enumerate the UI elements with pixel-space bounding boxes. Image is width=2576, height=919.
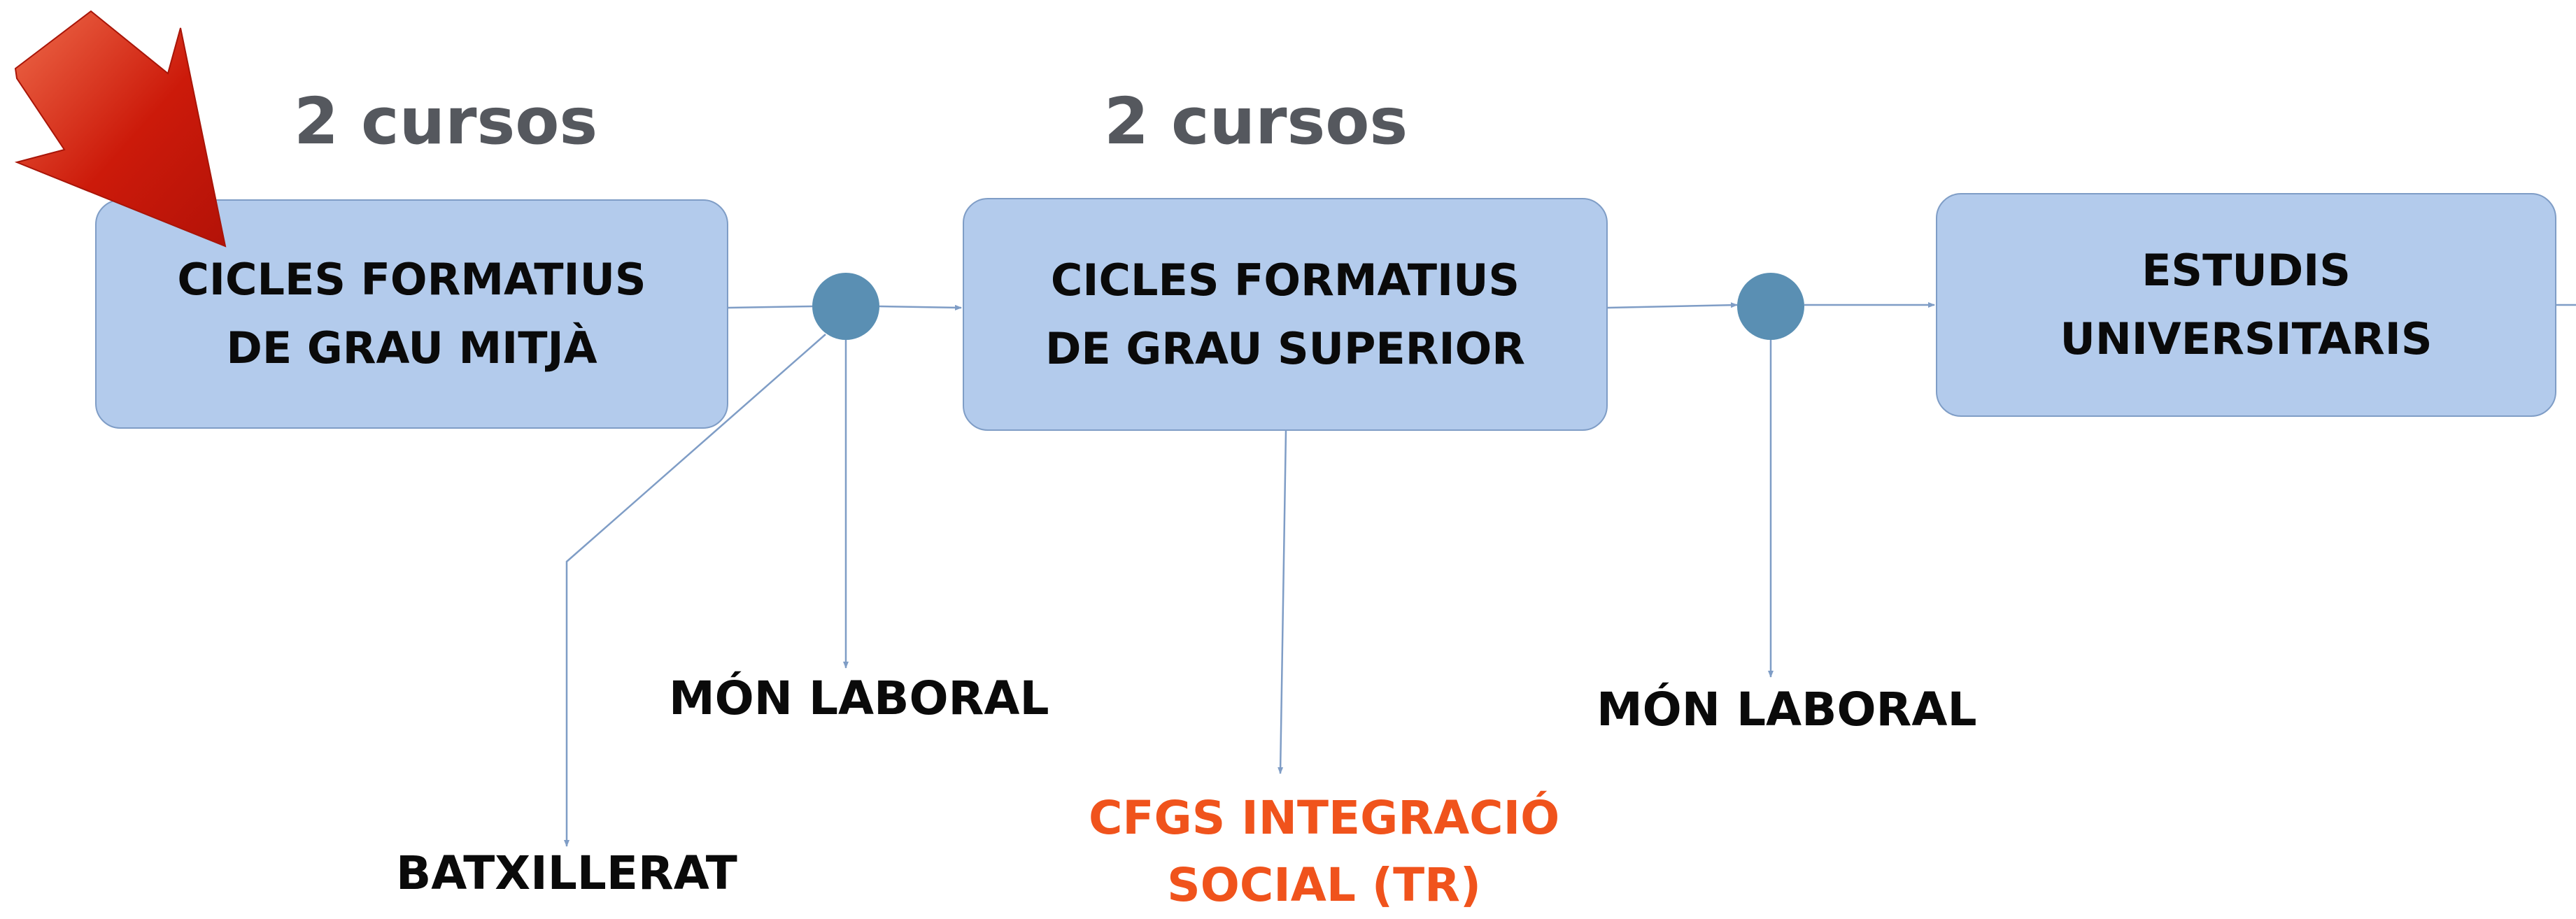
outcome-cfgs-integracio-social: CFGS INTEGRACIÓ SOCIAL (TR): [1089, 785, 1559, 919]
box-cicles-grau-mitja: CICLES FORMATIUS DE GRAU MITJÀ: [95, 199, 728, 429]
box-universitaris-line2: UNIVERSITARIS: [2060, 313, 2433, 364]
duration-label-grau-superior: 2 cursos: [1104, 84, 1408, 159]
connector-node1-batxillerat: [564, 334, 826, 847]
box-grau-mitja-line2: DE GRAU MITJÀ: [226, 322, 597, 373]
outcome-batxillerat: BATXILLERAT: [396, 846, 737, 900]
outcome-cfgs-line1: CFGS INTEGRACIÓ: [1089, 791, 1560, 845]
box-cicles-grau-superior: CICLES FORMATIUS DE GRAU SUPERIOR: [963, 198, 1608, 431]
outcome-mon-laboral-2: MÓN LABORAL: [1597, 683, 1977, 736]
junction-node-2: [1737, 273, 1804, 340]
box-grau-superior-line2: DE GRAU SUPERIOR: [1045, 322, 1526, 374]
box-estudis-universitaris: ESTUDIS UNIVERSITARIS: [1936, 193, 2556, 417]
junction-node-1: [812, 273, 879, 340]
connector-box2-cfgs: [1278, 430, 1287, 774]
outcome-cfgs-line2: SOCIAL (TR): [1167, 858, 1482, 912]
red-arrow-icon: [14, 10, 227, 248]
outcome-mon-laboral-1: MÓN LABORAL: [669, 671, 1049, 725]
box-grau-mitja-line1: CICLES FORMATIUS: [177, 254, 646, 305]
box-universitaris-line1: ESTUDIS: [2142, 245, 2351, 296]
box-grau-superior-line1: CICLES FORMATIUS: [1050, 254, 1520, 306]
connector-box2-node2: [1607, 302, 1738, 309]
duration-label-grau-mitja: 2 cursos: [294, 84, 598, 159]
connector-node1-box2: [879, 304, 962, 311]
connector-box1-node1: [728, 305, 813, 309]
